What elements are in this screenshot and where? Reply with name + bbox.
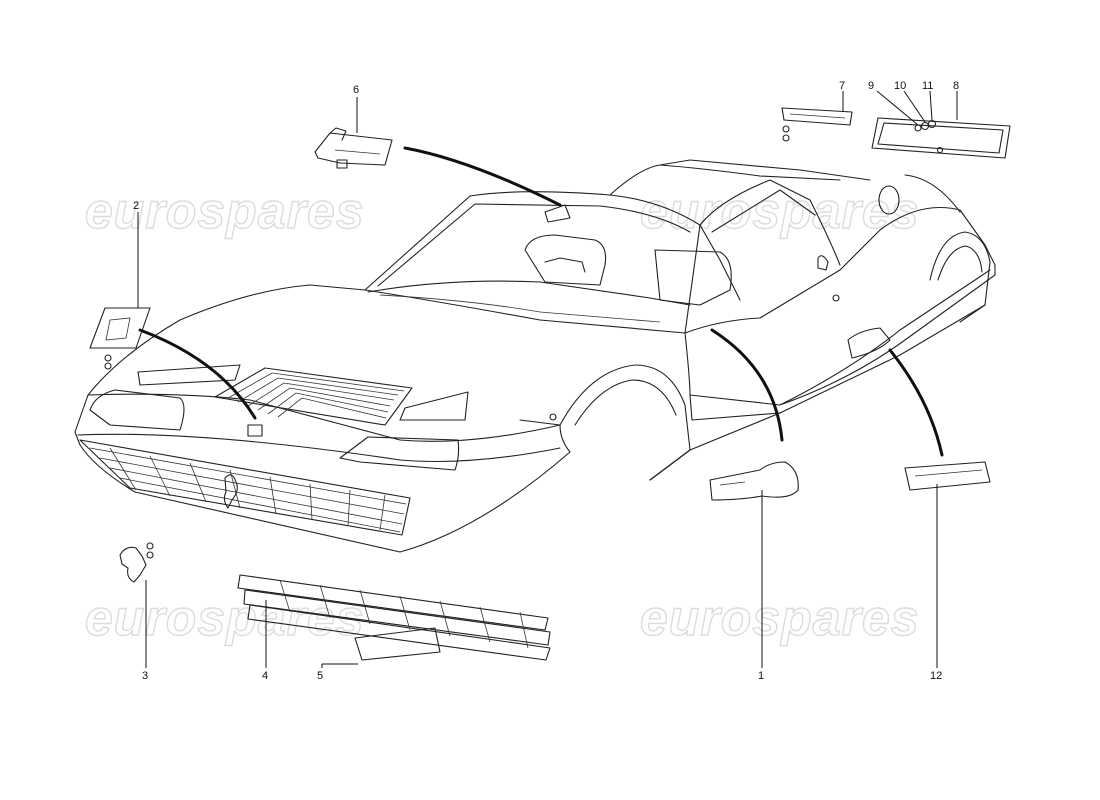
headlight-right	[339, 436, 460, 471]
callout-labels: 1 2 3 4 5 6 7 8 9 10 11 12	[133, 80, 959, 682]
watermark-layer: eurospares eurospares eurospares eurospa…	[84, 182, 920, 646]
callout-12: 12	[930, 670, 942, 682]
seat-left	[524, 234, 607, 286]
fuel-cap	[878, 185, 900, 215]
part-2-badge	[89, 307, 151, 370]
part-3-horse-emblem	[119, 542, 154, 583]
seat-right	[654, 249, 732, 306]
callout-5: 5	[317, 670, 323, 682]
car-body-drawing	[74, 159, 996, 553]
callout-8: 8	[953, 80, 959, 92]
leader-lines	[137, 90, 958, 668]
part-1-door-mirror	[709, 461, 799, 501]
part-8-frame	[871, 117, 1011, 159]
roof	[609, 159, 871, 196]
part-9-nut	[914, 124, 922, 132]
door	[684, 207, 996, 334]
watermark-top-left: eurospares	[85, 183, 365, 239]
watermark-bottom-left: eurospares	[85, 590, 365, 646]
side-intake	[847, 327, 891, 359]
grille-emblem	[223, 474, 238, 509]
part-12-script-badge	[904, 461, 991, 491]
callout-4: 4	[262, 670, 268, 682]
part-6-rearview-mirror	[314, 127, 393, 169]
callout-6: 6	[353, 84, 359, 96]
callout-3: 3	[142, 670, 148, 682]
part-4-grille	[237, 574, 551, 661]
callout-1: 1	[758, 670, 764, 682]
headlight-left	[89, 389, 185, 431]
callout-9: 9	[868, 80, 874, 92]
part-7-script-badge	[781, 107, 853, 142]
front-wheel-arch	[559, 364, 691, 481]
callout-11: 11	[922, 80, 933, 92]
front-grille	[79, 439, 411, 536]
callout-10: 10	[894, 80, 906, 92]
side-window	[699, 179, 841, 266]
exploded-parts	[89, 107, 1011, 661]
part-5-plate	[354, 627, 441, 661]
hood	[74, 284, 686, 433]
callout-7: 7	[839, 80, 845, 92]
callout-2: 2	[133, 200, 139, 212]
rear-wheel-arch	[929, 231, 991, 323]
explode-lines	[138, 146, 944, 457]
front-bumper	[74, 419, 571, 553]
watermark-bottom-right: eurospares	[640, 590, 920, 646]
hood-badge	[247, 424, 263, 437]
watermark-top-right: eurospares	[640, 183, 920, 239]
hood-vents	[214, 367, 413, 426]
part-11-screw	[927, 119, 937, 129]
